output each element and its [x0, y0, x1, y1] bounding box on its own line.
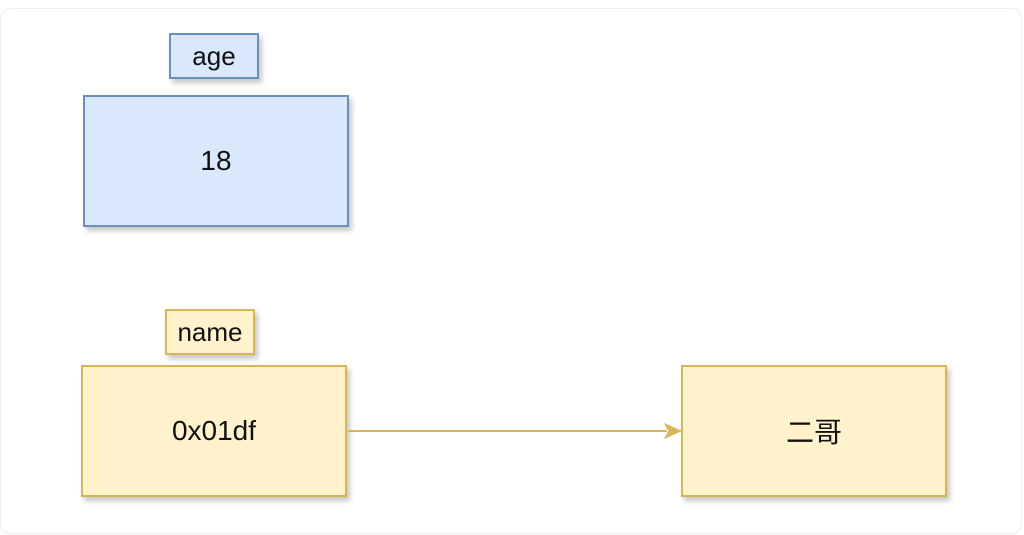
pointer-arrow: [348, 422, 683, 440]
age-label-box: age: [169, 33, 259, 79]
age-value-box: 18: [83, 95, 349, 227]
heap-object-value: 二哥: [785, 416, 842, 449]
name-label-box: name: [165, 309, 255, 355]
diagram-canvas: age 18 name 0x01df 二哥: [0, 8, 1022, 534]
name-pointer-value: 0x01df: [171, 415, 257, 446]
arrow-head: [663, 422, 683, 440]
age-value: 18: [200, 145, 232, 176]
age-label: age: [192, 40, 236, 71]
heap-object-box: 二哥: [681, 365, 947, 497]
name-pointer-box: 0x01df: [81, 365, 347, 497]
name-label: name: [177, 316, 243, 347]
